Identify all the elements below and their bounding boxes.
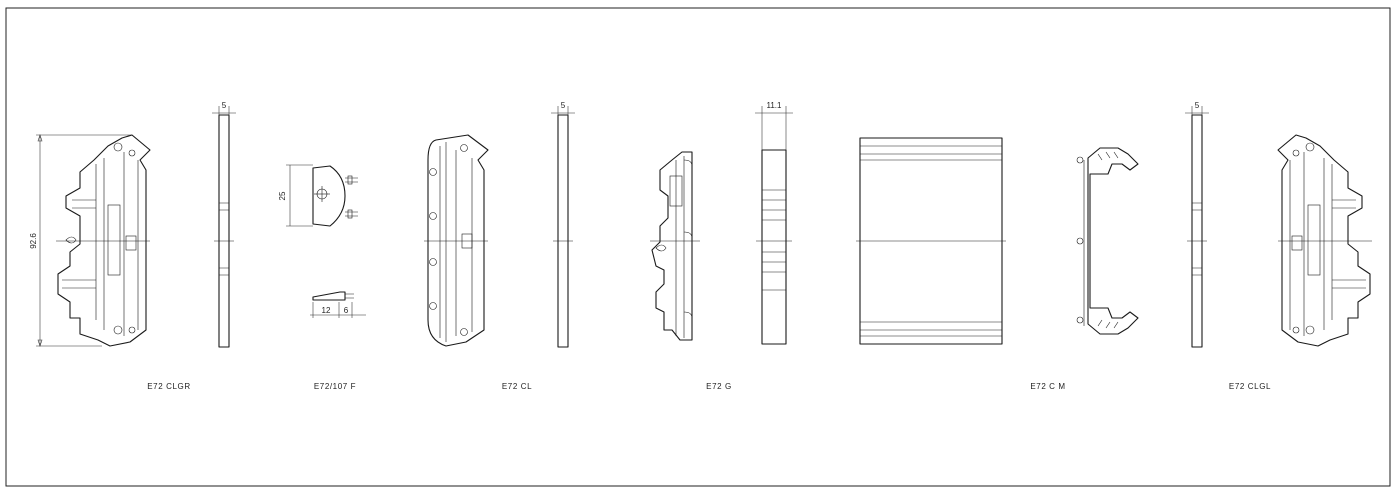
label-e72-clgr: E72 CLGR xyxy=(147,382,190,391)
part-e72-107-f: 25 12 6 xyxy=(278,164,366,318)
dim-clgl-thickness: 5 xyxy=(1195,101,1200,110)
dim-clgr-thickness: 5 xyxy=(222,101,227,110)
cover-plate xyxy=(856,137,1006,345)
profile-e72-cm xyxy=(1076,147,1139,335)
side-view-e72-clgl: 5 xyxy=(1185,101,1209,348)
profile-e72-g xyxy=(650,151,700,341)
side-view-e72-cl: 5 xyxy=(551,101,575,348)
dim-g-thickness: 11.1 xyxy=(767,101,783,110)
dim-cl-thickness: 5 xyxy=(561,101,566,110)
side-view-e72-g: 11.1 xyxy=(755,101,793,345)
dim-foot-tip: 6 xyxy=(344,306,349,315)
dim-height: 92.6 xyxy=(29,233,38,249)
label-e72-g: E72 G xyxy=(706,382,732,391)
profile-e72-clgl xyxy=(1277,134,1372,347)
label-e72-clgl: E72 CLGL xyxy=(1229,382,1271,391)
sheet-frame xyxy=(5,7,1391,487)
label-e72-cl: E72 CL xyxy=(502,382,532,391)
profile-e72-clgr: 92.6 xyxy=(29,134,151,347)
label-e72-cm: E72 C M xyxy=(1030,382,1065,391)
side-view-e72-clgr: 5 xyxy=(212,101,236,348)
profile-e72-cl xyxy=(424,134,489,347)
label-e72-107-f: E72/107 F xyxy=(314,382,356,391)
dim-foot-height: 25 xyxy=(278,191,287,200)
dim-foot-length: 12 xyxy=(322,306,331,315)
